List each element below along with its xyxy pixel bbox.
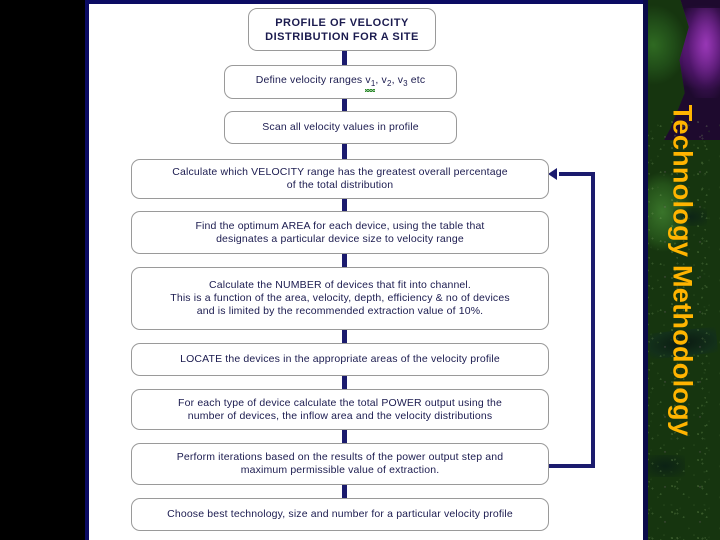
canvas-top-border [85, 0, 643, 4]
sky-glow [683, 8, 720, 98]
box-calculate-number-line3: and is limited by the recommended extrac… [196, 305, 484, 317]
connector-9 [342, 485, 347, 498]
connector-4 [342, 199, 347, 211]
box-calculate-number-line1: Calculate the NUMBER of devices that fit… [209, 279, 471, 291]
box-calculate-range[interactable]: Calculate which VELOCITY range has the g… [131, 159, 549, 199]
box-choose-best[interactable]: Choose best technology, size and number … [131, 498, 549, 531]
connector-3 [342, 144, 347, 159]
box-find-area-line2: designates a particular device size to v… [216, 232, 464, 245]
canvas-left-border [85, 0, 89, 540]
connector-2 [342, 99, 347, 111]
box-calculate-number-line2: This is a function of the area, velocity… [170, 292, 510, 304]
feedback-segment-bottom [545, 464, 595, 468]
connector-7 [342, 376, 347, 389]
box-power-output-line1: For each type of device calculate the to… [178, 396, 502, 409]
box-scan-values[interactable]: Scan all velocity values in profile [224, 111, 457, 144]
strip-left-border [643, 0, 648, 540]
connector-1 [342, 51, 347, 65]
define-ranges-suffix: etc [407, 73, 426, 86]
box-find-area-line1: Find the optimum AREA for each device, u… [195, 219, 485, 232]
water-body-lower [645, 455, 685, 477]
terrain-texture [643, 120, 720, 540]
box-power-output-line2: number of devices, the inflow area and t… [187, 409, 493, 422]
satellite-image-strip [643, 0, 720, 540]
box-perform-iterations-line2: maximum permissible value of extraction. [240, 464, 440, 476]
feedback-arrowhead [548, 168, 557, 180]
feedback-segment-top [559, 172, 595, 176]
box-calculate-range-line2: of the total distribution [286, 179, 394, 191]
define-ranges-v2sub: 2 [386, 79, 392, 89]
box-locate-devices[interactable]: LOCATE the devices in the appropriate ar… [131, 343, 549, 376]
define-ranges-v3sub: 3 [403, 79, 408, 89]
left-black-band [0, 0, 85, 540]
box-power-output[interactable]: For each type of device calculate the to… [131, 389, 549, 430]
water-body-upper [673, 208, 707, 226]
connector-8 [342, 430, 347, 443]
connector-6 [342, 330, 347, 343]
define-ranges-mid1: , v [375, 73, 387, 86]
box-profile-line1: PROFILE OF VELOCITY [275, 16, 409, 29]
feedback-segment-right [591, 172, 595, 468]
define-ranges-v1: v1 [365, 73, 376, 93]
connector-5 [342, 254, 347, 267]
box-find-area[interactable]: Find the optimum AREA for each device, u… [131, 211, 549, 254]
box-calculate-number[interactable]: Calculate the NUMBER of devices that fit… [131, 267, 549, 330]
box-calculate-range-line1: Calculate which VELOCITY range has the g… [172, 166, 508, 178]
define-ranges-prefix: Define velocity ranges [255, 73, 366, 86]
box-perform-iterations-line1: Perform iterations based on the results … [176, 451, 504, 463]
box-perform-iterations[interactable]: Perform iterations based on the results … [131, 443, 549, 485]
box-profile[interactable]: PROFILE OF VELOCITY DISTRIBUTION FOR A S… [248, 8, 436, 51]
box-define-ranges[interactable]: Define velocity ranges v1, v2, v3 etc [224, 65, 457, 99]
box-profile-line2: DISTRIBUTION FOR A SITE [265, 30, 419, 43]
box-scan-values-line1: Scan all velocity values in profile [262, 121, 419, 133]
box-choose-best-line1: Choose best technology, size and number … [167, 508, 513, 520]
box-locate-devices-line1: LOCATE the devices in the appropriate ar… [180, 353, 500, 365]
define-ranges-mid2: , v [391, 73, 404, 86]
